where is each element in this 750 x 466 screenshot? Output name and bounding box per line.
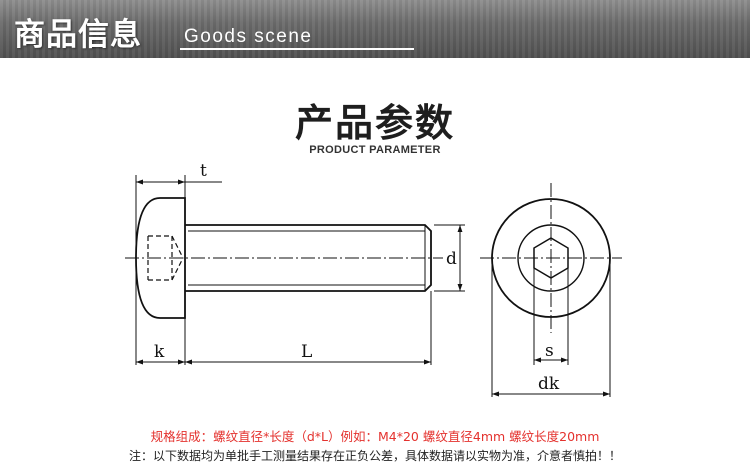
label-s: s xyxy=(545,341,554,361)
label-d: d xyxy=(446,249,457,269)
banner-subtitle: Goods scene xyxy=(184,26,313,47)
spec-note: 规格组成：螺纹直径*长度（d*L）例如：M4*20 螺纹直径4mm 螺纹长度20… xyxy=(150,429,600,444)
header-banner: 商品信息 Goods scene xyxy=(0,0,750,58)
bolt-shank xyxy=(185,224,432,292)
banner-underline xyxy=(180,48,414,50)
banner-title: 商品信息 xyxy=(14,17,142,53)
label-k: k xyxy=(154,342,165,362)
section-subtitle: PRODUCT PARAMETER xyxy=(309,144,441,156)
head-inner-circle xyxy=(517,224,585,292)
section-title: 产品参数 xyxy=(294,101,455,145)
hex-socket-hidden xyxy=(147,235,184,281)
label-L: L xyxy=(301,342,312,362)
bolt-technical-drawing: t d k L s dk xyxy=(125,161,622,397)
disclaimer-note: 注：以下数据均为单批手工测量结果存在正负公差，具体数据请以实物为准，介意者慎拍！… xyxy=(128,449,621,463)
label-t: t xyxy=(200,161,207,181)
label-dk: dk xyxy=(538,374,560,394)
side-view xyxy=(125,175,465,365)
end-view xyxy=(480,183,622,397)
